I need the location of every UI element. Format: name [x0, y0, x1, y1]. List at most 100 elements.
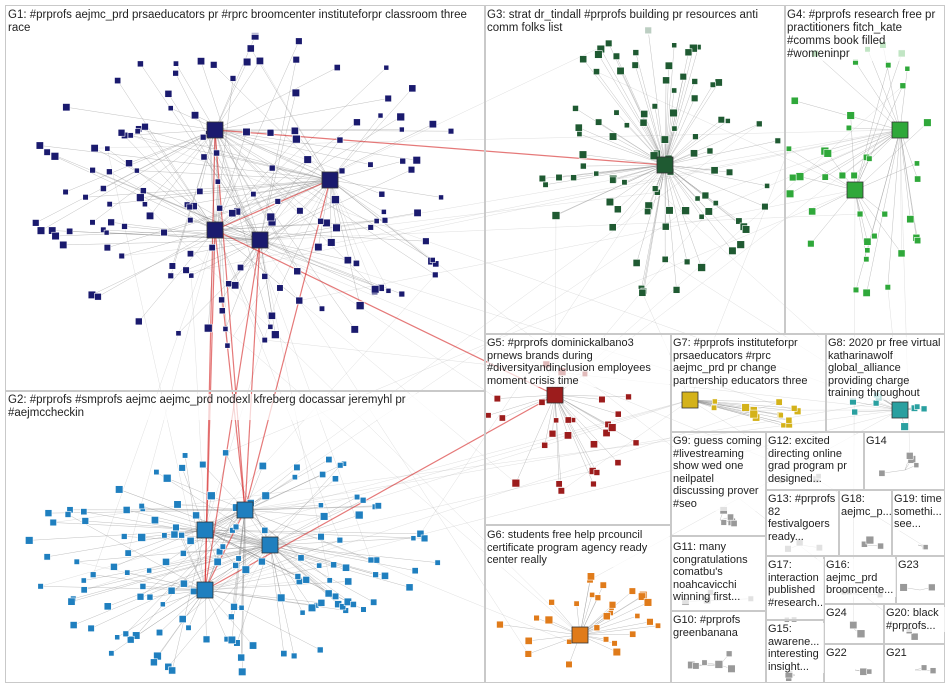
- node-g4: [823, 149, 832, 158]
- node-g2: [229, 527, 236, 534]
- edge: [554, 394, 619, 415]
- node-g2: [132, 631, 141, 640]
- edge: [329, 179, 386, 221]
- edge: [634, 65, 666, 166]
- node-g2: [261, 526, 269, 534]
- edge: [244, 402, 877, 511]
- node-g1: [398, 290, 406, 298]
- node-g3: [664, 61, 673, 70]
- node-g3: [697, 263, 706, 272]
- node-g21: [929, 667, 937, 674]
- node-g1: [396, 112, 405, 122]
- node-g2: [150, 658, 158, 667]
- node-g10: [701, 659, 708, 666]
- node-g1: [142, 201, 148, 208]
- node-g2: [153, 469, 160, 476]
- node-g2: [87, 624, 95, 632]
- edge: [554, 394, 619, 463]
- node-g1: [208, 244, 216, 252]
- node-g1: [187, 217, 194, 224]
- node-g1: [188, 272, 195, 279]
- group-label-G5: G5: #prprofs dominickalbano3 prnews bran…: [487, 337, 669, 388]
- node-g2: [370, 598, 378, 606]
- node-g1: [43, 148, 51, 156]
- edge: [214, 129, 436, 276]
- node-g2: [434, 559, 441, 566]
- node-g1: [224, 342, 231, 349]
- node-g2: [230, 603, 238, 611]
- node-g2: [354, 493, 361, 501]
- edge: [214, 129, 298, 272]
- node-g6: [524, 636, 533, 645]
- edge: [190, 219, 261, 241]
- node-g1: [371, 285, 380, 294]
- node-g2: [241, 565, 250, 574]
- edge: [244, 210, 686, 511]
- edge: [689, 399, 789, 425]
- edge: [259, 92, 297, 241]
- group-label-G9: G9: guess coming #livestreaming show wed…: [673, 435, 765, 511]
- node-g9: [727, 513, 734, 521]
- node-g3: [632, 49, 640, 56]
- node-g3: [662, 76, 670, 85]
- node-g1: [199, 133, 207, 141]
- hub-node-g3: [656, 156, 674, 174]
- node-g3: [623, 122, 630, 129]
- edge: [214, 129, 321, 222]
- edge: [664, 120, 729, 166]
- edge: [214, 229, 300, 301]
- node-g1: [94, 293, 102, 301]
- edge: [219, 179, 331, 209]
- group-label-G1: G1: #prprofs aejmc_prd prsaeducators pr …: [8, 9, 483, 35]
- edge: [554, 394, 607, 434]
- node-g3: [651, 185, 659, 192]
- edge: [244, 474, 323, 511]
- node-g4: [856, 210, 864, 218]
- edge: [502, 394, 556, 419]
- node-g6: [548, 599, 555, 606]
- node-g1: [160, 228, 168, 237]
- edge: [168, 544, 271, 667]
- node-g1: [36, 226, 46, 235]
- node-g1: [134, 128, 141, 135]
- node-g3: [578, 150, 588, 159]
- node-g6: [602, 636, 610, 643]
- node-g19: [922, 544, 929, 550]
- edge: [579, 625, 659, 636]
- group-box-G11: [670, 535, 767, 612]
- node-g1: [333, 64, 341, 71]
- node-g3: [621, 179, 628, 186]
- node-g1: [103, 229, 110, 236]
- node-g2: [336, 536, 344, 544]
- hub-node-g2: [261, 536, 279, 554]
- node-g4: [808, 207, 817, 216]
- node-g23: [899, 583, 908, 592]
- edge: [85, 520, 206, 531]
- node-g1: [32, 219, 40, 227]
- edge: [125, 509, 246, 634]
- edge: [128, 509, 246, 554]
- edge: [259, 192, 658, 241]
- node-g1: [172, 60, 179, 67]
- node-g2: [331, 592, 340, 600]
- node-g1: [331, 195, 340, 204]
- node-g3: [709, 81, 716, 88]
- node-g5: [511, 478, 521, 488]
- node-g4: [866, 155, 873, 162]
- edge: [53, 409, 901, 523]
- edge: [279, 179, 331, 289]
- hub-node-g6: [571, 626, 589, 644]
- node-g9: [730, 519, 738, 527]
- node-g4: [785, 145, 792, 152]
- edge: [259, 213, 861, 241]
- node-g2: [372, 571, 379, 578]
- edge: [40, 129, 216, 231]
- node-g7: [780, 422, 787, 429]
- edge: [244, 509, 325, 517]
- group-box-G18: [838, 489, 893, 557]
- node-g4: [790, 96, 799, 105]
- node-g1: [125, 159, 133, 168]
- edge: [899, 129, 902, 254]
- node-g1: [117, 128, 126, 137]
- node-g2: [137, 533, 146, 542]
